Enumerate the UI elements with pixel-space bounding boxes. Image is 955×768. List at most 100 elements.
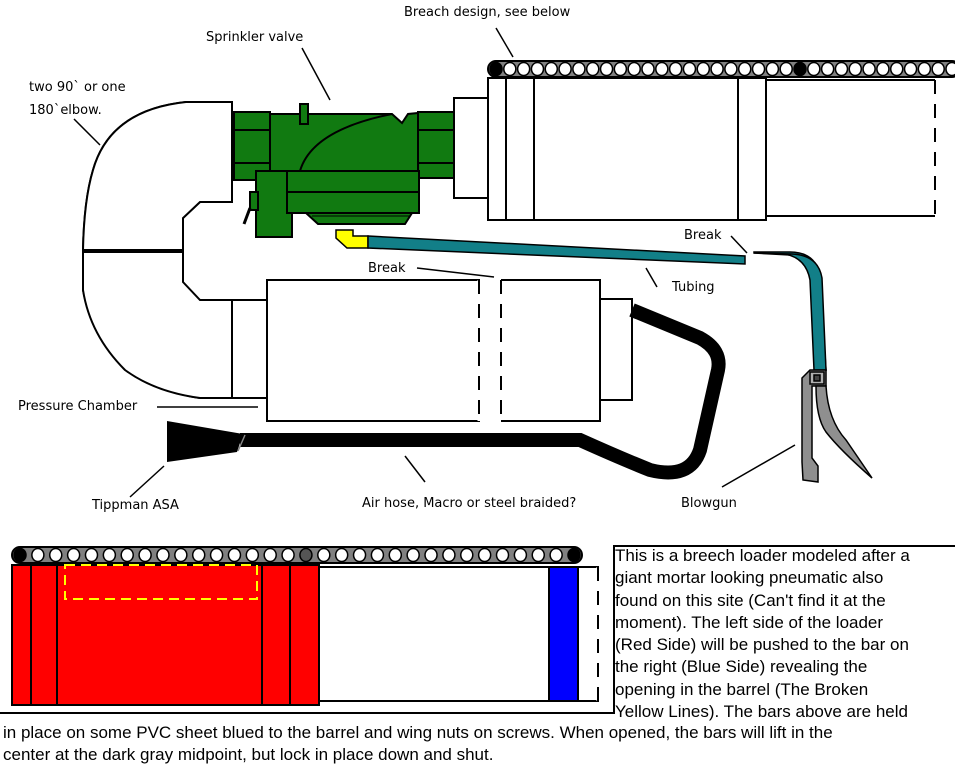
description-line: moment). The left side of the loader bbox=[615, 612, 884, 632]
bar-hole bbox=[834, 61, 849, 77]
elbow-label-line1: two 90` or one bbox=[29, 80, 126, 95]
bar-hole bbox=[765, 61, 780, 77]
bar-hole bbox=[138, 547, 152, 563]
bar-hole bbox=[495, 547, 510, 563]
tubing-left bbox=[367, 235, 746, 265]
bar-hole bbox=[531, 547, 546, 563]
bar-hole bbox=[585, 61, 600, 77]
bar-hole bbox=[370, 547, 385, 563]
bar-hole bbox=[317, 547, 331, 563]
bar-hole bbox=[281, 547, 295, 563]
bar-hole bbox=[460, 547, 474, 563]
elbow-fill-bottom bbox=[82, 251, 233, 399]
bar-hole bbox=[599, 61, 614, 77]
bar-hole bbox=[889, 61, 904, 77]
bar-hole bbox=[710, 61, 724, 77]
barrel-opening-outline bbox=[64, 564, 258, 600]
bar-hole bbox=[120, 547, 134, 563]
barrel-top bbox=[453, 77, 936, 221]
description-line: giant mortar looking pneumatic also bbox=[615, 568, 884, 588]
bar-hole bbox=[641, 61, 655, 77]
description-continued: in place on some PVC sheet blued to the … bbox=[3, 722, 955, 767]
air-hose-label: Air hose, Macro or steel braided? bbox=[362, 496, 576, 511]
bar-hole bbox=[931, 61, 945, 77]
break-label-lower: Break bbox=[368, 261, 406, 276]
description-line: opening in the barrel (The Broken bbox=[615, 679, 869, 699]
asa-seam bbox=[237, 434, 246, 452]
description-line: Yellow Lines). The bars above are held bbox=[615, 702, 908, 722]
description-line: the right (Blue Side) revealing the bbox=[615, 657, 868, 677]
bar-hole bbox=[102, 547, 117, 563]
bar-hole bbox=[807, 61, 821, 77]
bar-pivot bbox=[793, 61, 807, 77]
leader-lines bbox=[73, 27, 796, 498]
pressure-chamber-label: Pressure Chamber bbox=[18, 399, 138, 414]
red-side bbox=[11, 564, 320, 706]
desc-box-border bbox=[0, 545, 955, 714]
bar-pivot bbox=[489, 61, 503, 77]
bar-hole bbox=[945, 61, 955, 77]
bar-hole bbox=[516, 61, 531, 77]
breach-bar-top bbox=[487, 60, 955, 78]
bar-hole bbox=[406, 547, 420, 563]
bar-hole bbox=[724, 61, 738, 77]
bar-hole bbox=[191, 547, 206, 563]
bar-hole bbox=[31, 547, 45, 563]
bar-hole bbox=[442, 547, 456, 563]
bar-hole bbox=[530, 61, 545, 77]
bar-hole bbox=[820, 61, 835, 77]
tubing-label: Tubing bbox=[671, 280, 715, 295]
tippman-asa bbox=[167, 421, 243, 462]
bar-hole bbox=[572, 61, 586, 77]
bar-hole bbox=[227, 547, 242, 563]
pressure-chamber bbox=[266, 279, 633, 422]
bar-hole bbox=[352, 547, 367, 563]
bar-pivot bbox=[567, 547, 581, 563]
sprinkler-valve-label: Sprinkler valve bbox=[206, 30, 303, 45]
bar-hole bbox=[424, 547, 438, 563]
blowgun-label: Blowgun bbox=[681, 496, 737, 511]
blue-side-bar bbox=[548, 566, 579, 702]
elbow-label-line2: 180`elbow. bbox=[29, 103, 102, 118]
bar-hole bbox=[779, 61, 793, 77]
bar-hole bbox=[696, 61, 711, 77]
bar-hole bbox=[334, 547, 349, 563]
air-hose bbox=[240, 303, 726, 480]
bar-hole bbox=[477, 547, 492, 563]
bar-pivot bbox=[299, 547, 313, 563]
breech-detail bbox=[11, 564, 600, 706]
bar-hole bbox=[388, 547, 403, 563]
bar-hole bbox=[917, 61, 932, 77]
bar-hole bbox=[503, 61, 517, 77]
bar-hole bbox=[751, 61, 766, 77]
bar-hole bbox=[655, 61, 669, 77]
bar-hole bbox=[627, 61, 641, 77]
bar-hole bbox=[513, 547, 528, 563]
blowgun bbox=[801, 369, 873, 483]
bar-hole bbox=[682, 61, 697, 77]
tubing-right-body bbox=[753, 252, 827, 371]
description-line: center at the dark gray midpoint, but lo… bbox=[3, 745, 494, 765]
bar-hole bbox=[876, 61, 890, 77]
bar-hole bbox=[549, 547, 563, 563]
bar-hole bbox=[245, 547, 260, 563]
breach-design-label: Breach design, see below bbox=[404, 5, 571, 20]
bar-hole bbox=[209, 547, 224, 563]
bar-body bbox=[11, 546, 583, 564]
bar-hole bbox=[737, 61, 752, 77]
bar-hole bbox=[862, 61, 876, 77]
description-line: found on this site (Can't find it at the bbox=[615, 590, 886, 610]
bar-hole bbox=[848, 61, 863, 77]
description-line: This is a breech loader modeled after a bbox=[615, 546, 910, 565]
elbow-fill-top bbox=[81, 101, 233, 251]
bar-hole bbox=[66, 547, 81, 563]
bar-hole bbox=[903, 61, 918, 77]
bar-hole bbox=[544, 61, 559, 77]
valve-wire bbox=[242, 207, 252, 225]
yellow-fitting-icon bbox=[335, 229, 369, 249]
breach-bar-bottom bbox=[11, 546, 583, 564]
description-line: in place on some PVC sheet blued to the … bbox=[3, 723, 833, 742]
bar-hole bbox=[613, 61, 628, 77]
